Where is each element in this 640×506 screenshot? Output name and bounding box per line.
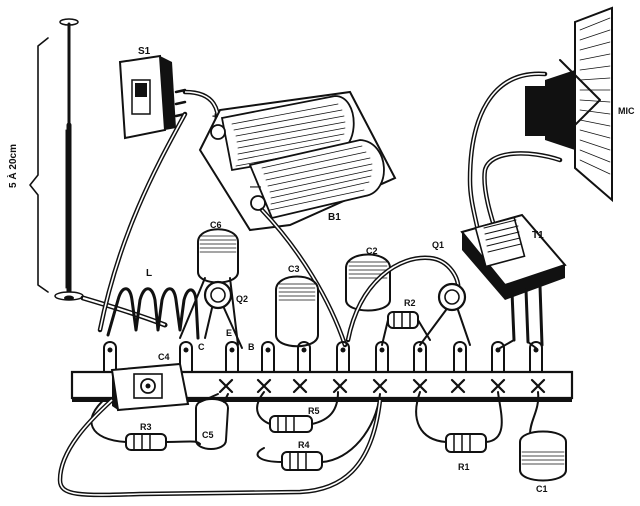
terminal-label-c: C: [198, 342, 205, 352]
capacitor-c5: C5: [195, 393, 230, 450]
c4-label: C4: [158, 352, 170, 362]
battery-minus-label: —: [250, 181, 261, 193]
terminal-label-b: B: [248, 342, 255, 352]
terminal-board: E C B: [70, 328, 574, 402]
capacitor-c1: C1: [519, 391, 567, 494]
coil-l: L: [106, 268, 200, 340]
r4-label: R4: [298, 440, 310, 450]
microphone: MIC: [525, 6, 635, 203]
capacitor-c3: C3: [275, 264, 319, 348]
q2-label: Q2: [236, 294, 248, 304]
r1-label: R1: [458, 462, 470, 472]
transformer-t1: T1: [460, 213, 567, 347]
battery-label: B1: [328, 212, 341, 223]
q1-label: Q1: [432, 240, 444, 250]
length-brace: [29, 37, 49, 293]
resistor-r1: R1: [415, 391, 503, 472]
r2-label: R2: [404, 298, 416, 308]
c1-label: C1: [536, 484, 548, 494]
resistor-r3: R3: [90, 397, 201, 451]
r3-label: R3: [140, 422, 152, 432]
capacitor-c4: C4: [110, 352, 190, 412]
antenna: 5 À 20cm: [6, 18, 84, 301]
c6-label: C6: [210, 220, 222, 230]
resistor-r2: R2: [381, 298, 431, 346]
capacitor-c2: C2: [345, 246, 391, 312]
transformer-label: T1: [532, 230, 544, 241]
switch-label: S1: [138, 46, 151, 57]
resistor-r4: R4: [256, 393, 381, 471]
transistor-q1: Q1: [419, 240, 471, 346]
switch-s1: S1: [118, 46, 187, 140]
mic-label: MIC: [618, 106, 635, 116]
capacitor-c6: C6: [179, 220, 239, 346]
c3-label: C3: [288, 264, 300, 274]
transistor-q2: Q2: [203, 280, 248, 349]
battery-b1: + — B1: [198, 90, 397, 232]
battery-plus-label: +: [212, 111, 218, 123]
r5-label: R5: [308, 406, 320, 416]
terminal-label-e: E: [226, 328, 232, 338]
coil-label: L: [146, 268, 152, 279]
switch-wire-2: [97, 111, 188, 333]
c2-label: C2: [366, 246, 378, 256]
antenna-length-label: 5 À 20cm: [6, 144, 19, 188]
resistor-r5: R5: [256, 391, 339, 433]
c5-label: C5: [202, 430, 214, 440]
